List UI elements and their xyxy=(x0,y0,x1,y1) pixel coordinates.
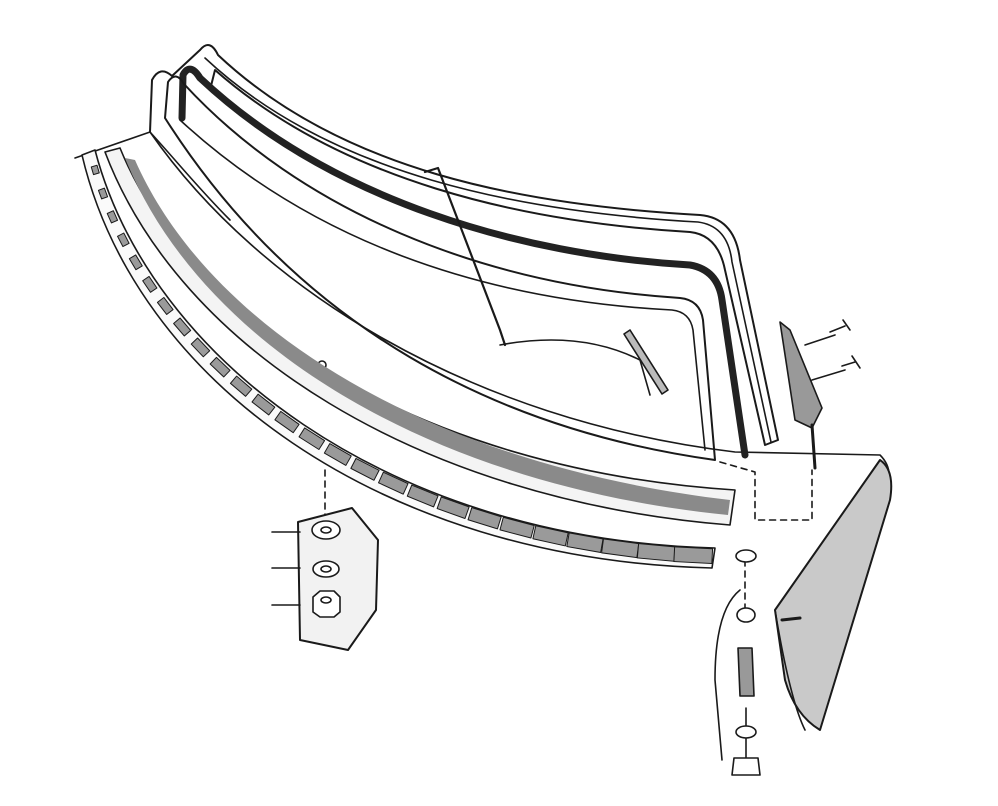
strip-block xyxy=(90,164,100,176)
washer-icon xyxy=(736,607,756,623)
strip-block xyxy=(251,393,276,416)
strip-block xyxy=(142,275,158,293)
strip-block xyxy=(378,471,409,495)
strip-blocks xyxy=(90,164,714,565)
strip-block xyxy=(532,525,569,547)
strip-block xyxy=(406,484,439,508)
strip-block xyxy=(209,356,231,378)
rubber-seal xyxy=(178,65,749,459)
strip-block xyxy=(436,496,470,519)
nut-icon xyxy=(312,590,341,618)
pillar-screws xyxy=(804,319,861,381)
pillar-bracket xyxy=(779,321,823,429)
strip-block xyxy=(128,254,143,271)
strip-block xyxy=(106,210,119,224)
outer-frame xyxy=(149,44,779,446)
washer-hole xyxy=(320,526,332,534)
strip-block xyxy=(190,337,211,358)
strip-block xyxy=(636,543,676,562)
strip-block xyxy=(173,317,192,337)
strip-block xyxy=(229,375,253,397)
washer-icon xyxy=(735,549,757,563)
wiper-rod xyxy=(423,166,507,347)
strip-block xyxy=(156,296,174,315)
screw-icon xyxy=(271,531,301,606)
pillar-stud xyxy=(810,423,817,470)
assembly-line xyxy=(719,461,813,521)
spacer-icon xyxy=(737,647,755,697)
nut-icon xyxy=(731,757,761,776)
washer-icon xyxy=(735,725,757,739)
strip-block xyxy=(467,507,502,530)
side-panel xyxy=(774,459,893,731)
cowl-inner-edge xyxy=(149,131,231,221)
lower-fasteners xyxy=(731,549,802,776)
wiper-blade xyxy=(623,329,669,395)
strip-block xyxy=(117,232,130,248)
windshield-glass xyxy=(164,75,716,461)
body-edge xyxy=(714,589,806,761)
plate-fasteners xyxy=(271,520,341,618)
strip-block xyxy=(566,532,604,553)
strip-block xyxy=(323,443,352,466)
outer-frame-inner-line xyxy=(204,57,772,443)
strip-block xyxy=(97,187,109,200)
clip-icon xyxy=(780,616,802,622)
screw-icon xyxy=(804,319,851,346)
nut-hole xyxy=(320,596,332,604)
wiper-arc xyxy=(499,339,651,396)
glass-inner-edge xyxy=(179,119,706,451)
strip-block xyxy=(673,546,714,565)
strip-block xyxy=(274,410,300,434)
strip-block xyxy=(298,427,326,451)
strip-block xyxy=(350,457,380,481)
washer-hole xyxy=(320,565,332,573)
screw-icon xyxy=(811,355,861,381)
strip-block xyxy=(499,516,535,539)
